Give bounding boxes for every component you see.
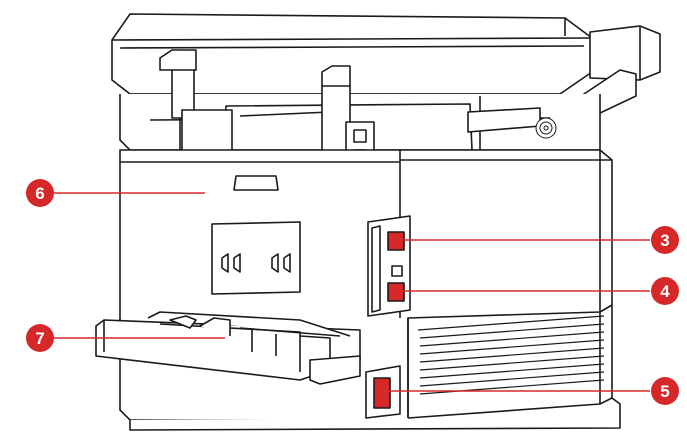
- paper-tray: [95, 311, 361, 385]
- printer-base: [129, 305, 621, 431]
- callout-6-label: 6: [35, 184, 44, 203]
- usb-port: [387, 231, 405, 251]
- callout-5: 5: [651, 377, 679, 405]
- callout-4: 4: [651, 277, 679, 305]
- callout-3: 3: [651, 226, 679, 254]
- fan-grille: [535, 117, 557, 139]
- power-socket: [365, 365, 401, 419]
- callout-4-label: 4: [660, 282, 670, 301]
- callout-7: 7: [26, 324, 54, 352]
- rear-door-handle: [233, 175, 279, 191]
- vent-grille: [417, 315, 605, 395]
- callout-5-label: 5: [660, 382, 669, 401]
- lid-hinge-right: [321, 65, 351, 163]
- callout-6: 6: [26, 179, 54, 207]
- callout-7-label: 7: [35, 329, 44, 348]
- rear-plate: [211, 221, 301, 295]
- callout-3-label: 3: [660, 231, 669, 250]
- network-port: [387, 282, 405, 302]
- lid-hinge-left: [159, 49, 233, 153]
